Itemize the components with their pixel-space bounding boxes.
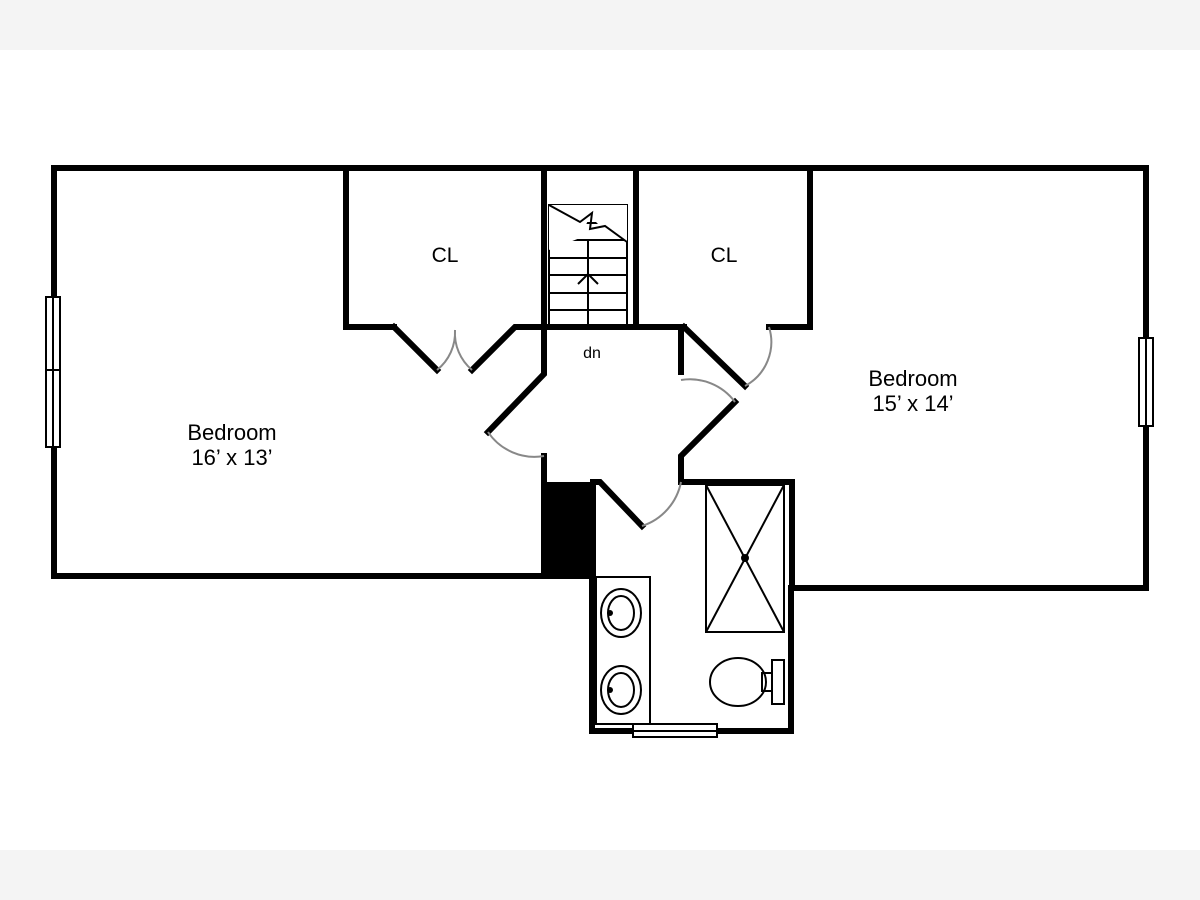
floor-plan-sheet [0,50,1200,850]
right-closet-walls [633,165,813,330]
left-closet-label: CL [431,244,459,267]
left-bedroom-name: Bedroom [187,420,277,445]
window-right-bedroom [1138,337,1154,427]
left-bedroom-label: Bedroom 16’ x 13’ [152,420,312,471]
bathroom-walls [590,479,647,579]
left-closet-walls [343,165,547,375]
vanity [595,576,651,725]
right-closet-door-swing [744,326,773,387]
right-closet-label: CL [710,244,738,267]
stair-walls [541,165,639,330]
right-bedroom-dimensions: 15’ x 14’ [872,391,954,417]
staircase [548,204,628,328]
shower [705,484,785,633]
stair-down-label: dn [583,345,601,362]
toilet [709,657,785,707]
chimney-block [541,482,593,576]
right-bedroom-door-swing [680,378,736,403]
window-left-bedroom [45,296,61,448]
stair-direction-arrow [577,272,599,327]
left-bedroom-door-swing [487,431,545,458]
right-bedroom-label: Bedroom 15’ x 14’ [833,366,993,417]
window-bathroom [632,723,718,738]
left-bedroom-dimensions: 16’ x 13’ [191,445,273,471]
right-bedroom-name: Bedroom [868,366,958,391]
bathroom-door-swing [641,481,682,527]
left-closet-door-swing [436,329,473,371]
